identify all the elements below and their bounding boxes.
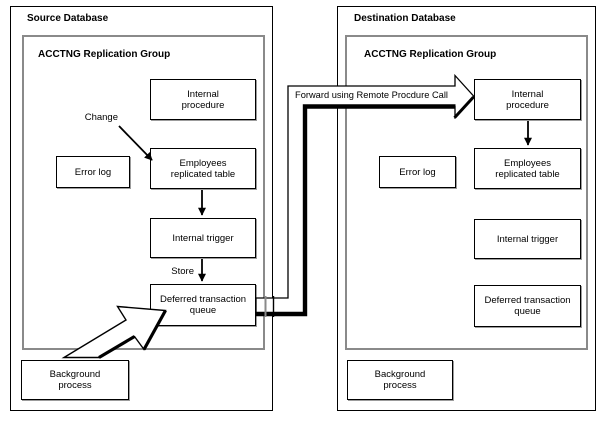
destination-employees-table-box: Employees replicated table: [474, 148, 581, 189]
destination-group-title: ACCTNG Replication Group: [364, 49, 497, 60]
source-background-process-box: Background process: [21, 360, 129, 400]
destination-deferred-queue-label: Deferred transaction queue: [484, 295, 571, 317]
source-internal-trigger-box: Internal trigger: [150, 218, 256, 258]
destination-background-process-box: Background process: [347, 360, 453, 400]
change-label: Change: [84, 112, 118, 123]
source-database-title: Source Database: [27, 13, 109, 24]
destination-internal-procedure-box: Internal procedure: [474, 79, 581, 120]
destination-database-title: Destination Database: [354, 13, 456, 24]
source-internal-procedure-box: Internal procedure: [150, 79, 256, 120]
source-error-log-label: Error log: [74, 166, 112, 178]
source-internal-trigger-label: Internal trigger: [172, 232, 234, 244]
source-internal-procedure-label: Internal procedure: [181, 88, 225, 111]
store-label: Store: [171, 266, 194, 277]
destination-internal-trigger-box: Internal trigger: [474, 219, 581, 259]
destination-error-log-label: Error log: [399, 166, 436, 178]
destination-internal-trigger-label: Internal trigger: [496, 233, 559, 245]
destination-internal-procedure-label: Internal procedure: [506, 88, 549, 111]
forward-rpc-label: Forward using Remote Procdure Call: [295, 90, 448, 100]
source-employees-table-label: Employees replicated table: [170, 157, 236, 180]
source-error-log-box: Error log: [56, 156, 130, 188]
destination-error-log-box: Error log: [379, 156, 456, 188]
destination-employees-table-label: Employees replicated table: [495, 157, 560, 180]
source-deferred-queue-label: Deferred transaction queue: [159, 294, 247, 316]
source-employees-table-box: Employees replicated table: [150, 148, 256, 189]
source-group-title: ACCTNG Replication Group: [38, 49, 171, 60]
source-background-process-label: Background process: [49, 369, 101, 391]
source-deferred-queue-box: Deferred transaction queue: [150, 284, 256, 326]
destination-deferred-queue-box: Deferred transaction queue: [474, 285, 581, 327]
destination-background-process-label: Background process: [374, 369, 426, 391]
